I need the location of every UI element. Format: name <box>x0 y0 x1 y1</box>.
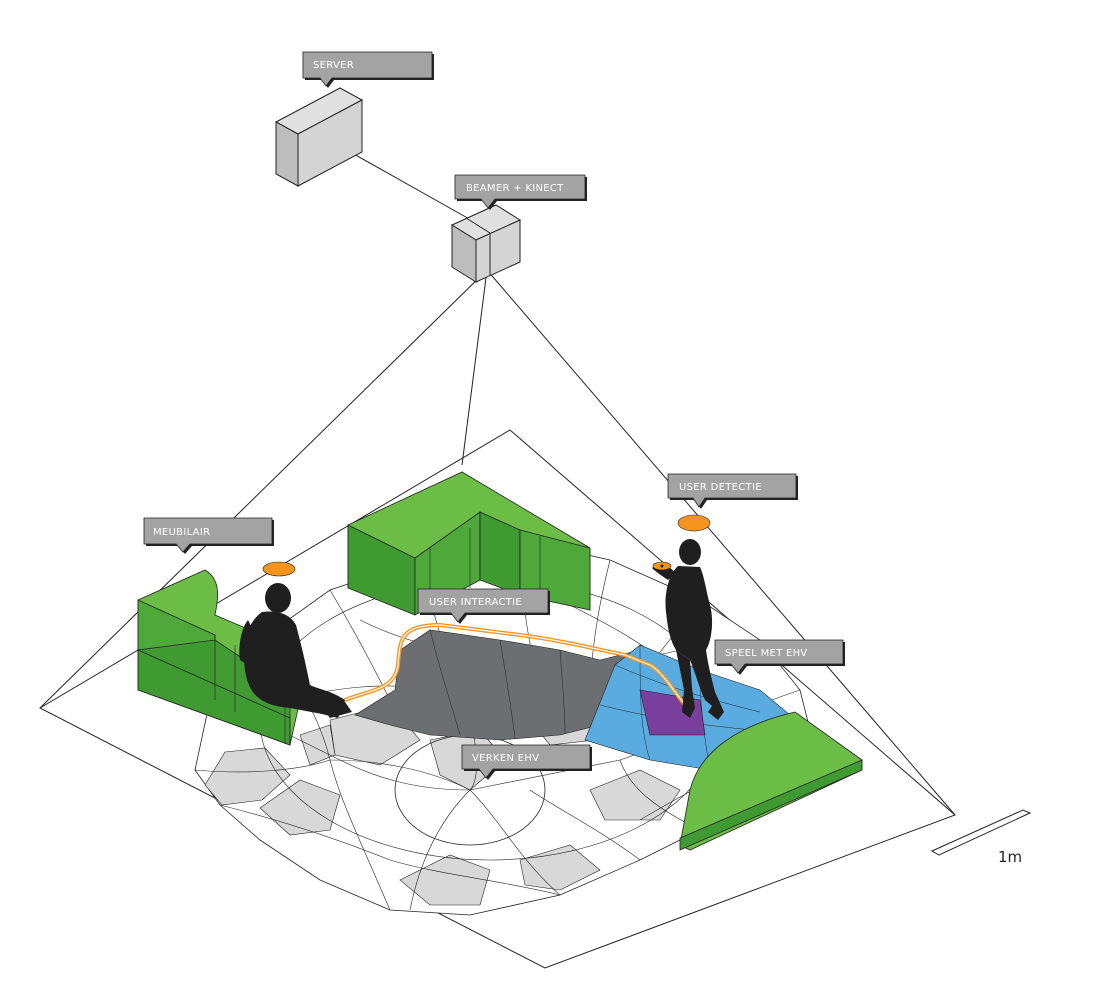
furniture-right-block <box>679 711 863 851</box>
scale-bar: 1m <box>930 809 1032 866</box>
speel-met-label: SPEEL MET EHV <box>725 648 808 659</box>
user-detectie-label: USER DETECTIE <box>679 482 762 493</box>
server-box-icon <box>274 87 364 187</box>
user-interactie-label: USER INTERACTIE <box>429 597 522 608</box>
callout-speel-met: SPEEL MET EHV <box>714 639 845 675</box>
callout-verken: VERKEN EHV <box>461 744 592 780</box>
server-label: SERVER <box>313 60 354 71</box>
interaction-path-inner <box>344 624 691 713</box>
handheld-disc-center <box>660 564 664 568</box>
callout-user-detectie: USER DETECTIE <box>667 473 798 509</box>
callout-server: SERVER <box>302 51 434 88</box>
explore-area-lines <box>429 629 566 739</box>
district-light-6 <box>589 769 681 821</box>
callout-meubilair: MEUBILAIR <box>143 517 274 554</box>
district-light-5 <box>519 844 601 891</box>
callout-user-interactie: USER INTERACTIE <box>417 588 550 624</box>
projector-box-icon <box>450 204 522 283</box>
callout-beamer: BEAMER + KINECT <box>454 174 587 210</box>
beamer-label: BEAMER + KINECT <box>466 183 564 194</box>
district-light-1 <box>204 747 291 806</box>
scale-bar-shape <box>930 809 1032 856</box>
projection-lines <box>39 134 956 816</box>
standing-person-icon <box>652 539 724 720</box>
scale-label: 1m <box>998 848 1022 866</box>
district-light-4 <box>399 854 491 906</box>
sitting-person-icon <box>239 583 352 718</box>
standing-user-marker <box>677 514 711 532</box>
meubilair-label: MEUBILAIR <box>153 527 210 538</box>
sitting-user-marker <box>262 561 296 577</box>
verken-label: VERKEN EHV <box>472 753 539 764</box>
